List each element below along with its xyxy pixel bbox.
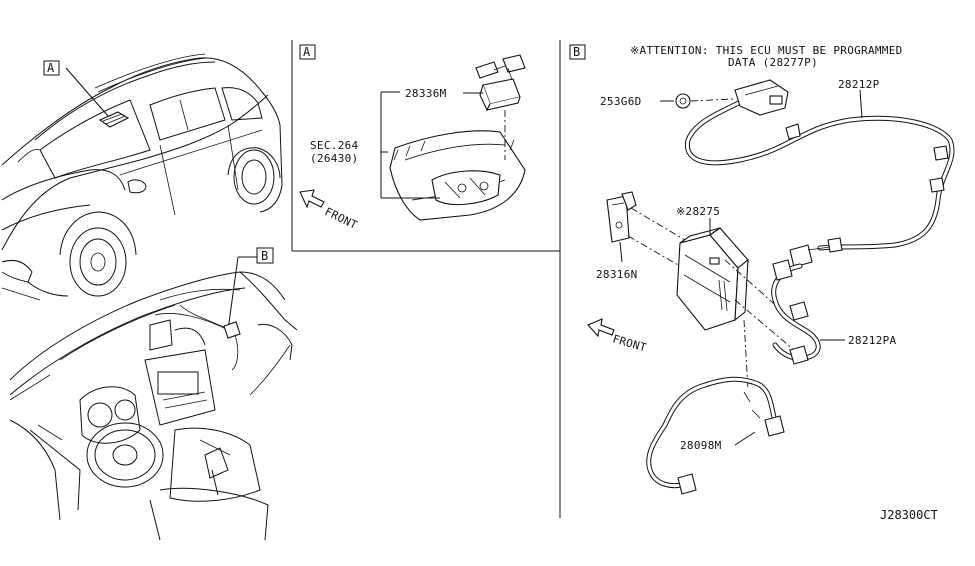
panel-a-label: A [303, 45, 311, 59]
section-reference-leader [380, 91, 440, 199]
attention-note-line1: ※ATTENTION: THIS ECU MUST BE PROGRAMMED [630, 44, 903, 57]
part-28336m-label: 28336M [405, 87, 447, 100]
part-28275-label: ※28275 [676, 205, 720, 218]
part-28098m-label: 28098M [680, 439, 722, 452]
view-label-a-exterior: A [47, 61, 55, 75]
dashboard-interior-illustration [9, 247, 298, 541]
part-28212p-illustration [684, 79, 955, 268]
part-28098m-illustration [646, 376, 785, 495]
part-253g6d-illustration [660, 93, 734, 109]
part-28275-ecu-illustration [676, 218, 801, 391]
front-label-panel-b: FRONT [611, 332, 648, 354]
part-28316n-illustration [606, 191, 686, 267]
part-28212p-label: 28212P [838, 78, 880, 91]
view-label-b-interior: B [261, 249, 268, 263]
section-reference-line1: SEC.264 [310, 139, 359, 152]
panel-b-frame [559, 40, 586, 518]
part-28212pa-label: 28212PA [848, 334, 897, 347]
diagram-code: J28300CT [880, 508, 938, 522]
part-253g6d-label: 253G6D [600, 95, 642, 108]
section-reference-line2: (26430) [310, 152, 358, 165]
part-28212pa-illustration [771, 259, 845, 365]
vehicle-exterior-illustration [1, 53, 283, 301]
front-arrow-icon-panel-a [299, 189, 325, 209]
panel-b-label: B [573, 45, 580, 59]
panel-a-frame [291, 40, 560, 252]
attention-note-line2: DATA (28277P) [728, 56, 818, 69]
front-arrow-icon-panel-b [587, 318, 615, 338]
part-28336m-illustration [463, 54, 526, 160]
front-label-panel-a: FRONT [323, 205, 360, 232]
part-28316n-label: 28316N [596, 268, 638, 281]
